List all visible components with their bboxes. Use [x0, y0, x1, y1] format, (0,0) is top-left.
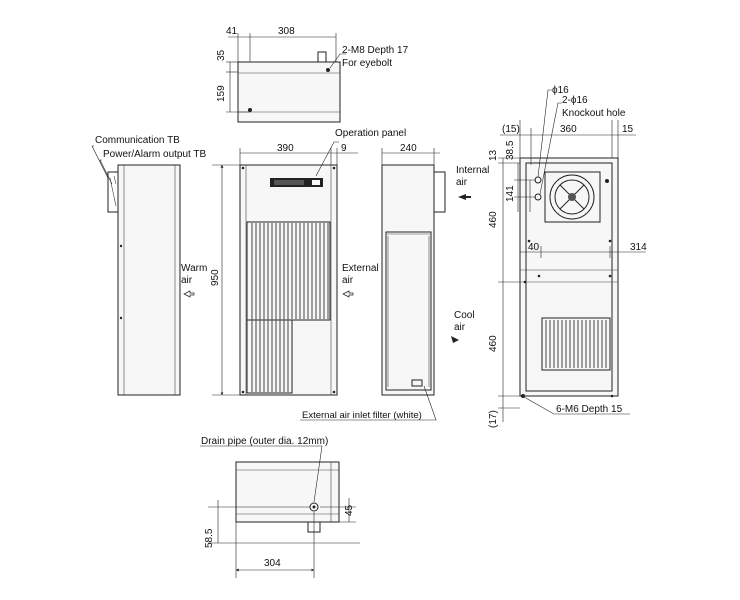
dim-360: 360 [560, 124, 577, 135]
external-air-arrow-icon [342, 290, 354, 298]
top-view-outline [237, 61, 341, 123]
warm-air-arrow-icon [183, 290, 195, 298]
eyebolt-label-1: 2-M8 Depth 17 [342, 45, 409, 56]
dim-40: 40 [528, 242, 540, 253]
left-side-outline [117, 164, 181, 396]
rear-louvre [541, 317, 611, 371]
front-grille [246, 221, 331, 394]
dim-390: 390 [277, 143, 294, 154]
eyebolt-label-2: For eyebolt [342, 58, 392, 69]
dim-38-5: 38.5 [505, 140, 516, 160]
operation-panel-label: Operation panel [335, 128, 406, 139]
dim-141: 141 [505, 185, 516, 202]
dim-950: 950 [210, 269, 221, 286]
external-air-label-1: External [342, 263, 379, 274]
bottom-view: Drain pipe (outer dia. 12mm) 45 58.5 304 [200, 436, 360, 578]
cool-air-label-1: Cool [454, 310, 475, 321]
fan-icon [544, 171, 601, 223]
right-side-outline [381, 164, 435, 396]
power-tb-label: Power/Alarm output TB [103, 149, 207, 160]
dim-17-paren: (17) [488, 410, 499, 428]
dim-308: 308 [278, 26, 295, 37]
internal-air-arrow-icon [458, 194, 471, 200]
dim-460-top: 460 [488, 211, 499, 228]
knockout-label-1: 2-ϕ16 [562, 95, 588, 106]
internal-air-label-1: Internal [456, 165, 489, 176]
dim-41: 41 [226, 26, 238, 37]
internal-air-duct [433, 171, 446, 213]
external-air-label-2: air [342, 275, 354, 286]
filter-label: External air inlet filter (white) [302, 410, 422, 421]
right-side-view: 240 Internal air Cool air External air i… [300, 143, 489, 421]
comm-tb-label: Communication TB [95, 135, 180, 146]
bottom-outline [235, 461, 340, 523]
knockout-label-2: Knockout hole [562, 108, 626, 119]
cool-air-arrow-icon [451, 336, 459, 343]
filter-frame [385, 231, 432, 391]
cool-air-label-2: air [454, 322, 466, 333]
top-view: 41 308 35 159 2-M8 Depth 17 For eyebolt [216, 26, 409, 123]
left-side-view: Communication TB Power/Alarm output TB W… [91, 135, 207, 396]
warm-air-label-2: air [181, 275, 193, 286]
dim-240: 240 [400, 143, 417, 154]
drain-pipe-label: Drain pipe (outer dia. 12mm) [201, 436, 328, 447]
rear-view: (15) 360 15 ϕ16 2-ϕ16 Knockout hole 13 3… [488, 85, 647, 428]
dim-35: 35 [216, 49, 227, 61]
phi16-label: ϕ16 [552, 85, 569, 96]
terminal-block [107, 171, 119, 213]
dim-15: 15 [622, 124, 634, 135]
dim-460-bottom: 460 [488, 335, 499, 352]
internal-air-label-2: air [456, 177, 468, 188]
mount-holes-label: 6-M6 Depth 15 [556, 404, 623, 415]
dim-58-5: 58.5 [204, 528, 215, 548]
warm-air-label-1: Warm [181, 263, 207, 274]
front-view: 950 Operation panel 390 9 [210, 128, 406, 396]
eyebolt [317, 51, 327, 63]
dim-9: 9 [341, 143, 347, 154]
dim-13: 13 [488, 149, 499, 161]
dim-15-paren: (15) [502, 124, 520, 135]
dim-159: 159 [216, 85, 227, 102]
dim-314: 314 [630, 242, 647, 253]
dim-45: 45 [344, 504, 355, 516]
dim-304: 304 [264, 558, 281, 569]
